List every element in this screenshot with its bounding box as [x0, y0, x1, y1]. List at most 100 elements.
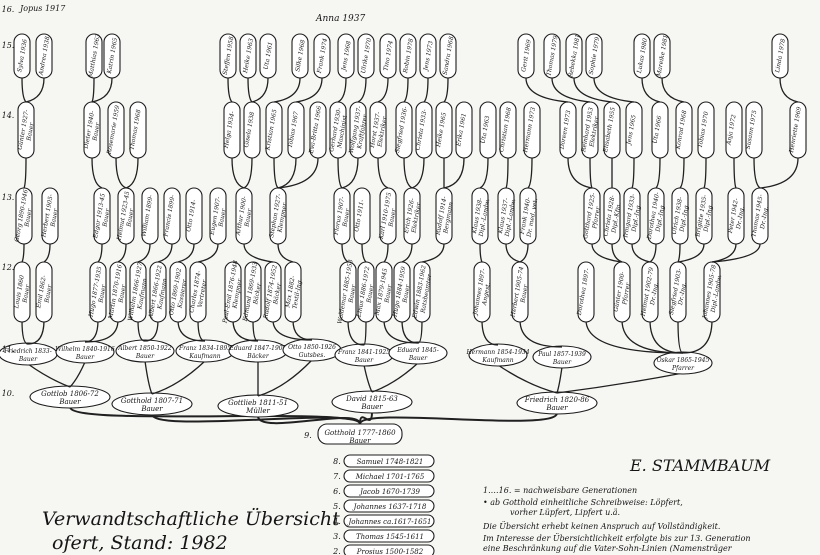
branch-line: [347, 319, 365, 346]
branch-line: [243, 157, 253, 189]
branch-line: [631, 243, 651, 263]
branch-line: [573, 77, 613, 103]
branch-line: [177, 319, 206, 342]
ancestor-generation-number: 4.: [332, 517, 341, 526]
gen15-node: [337, 33, 355, 79]
root-name: Gotthold 1777-1860: [324, 429, 396, 437]
legend-line-3: vorher Lüpfert, Lipfert u.ä.: [510, 508, 621, 517]
gen12-occupation: Bäcker: [272, 281, 283, 305]
branch-line: [551, 77, 591, 103]
branch-line: [417, 319, 423, 344]
gen12-occupation: Angest.: [481, 282, 492, 307]
branch-line: [703, 157, 707, 189]
gen11-name: Oskar 1865-1945: [657, 357, 710, 364]
gen15-node: [291, 33, 309, 79]
ancestor-node: [343, 499, 435, 513]
gen12-occupation: Bauer: [519, 283, 529, 304]
gen13-occupation: Bauer: [387, 207, 397, 228]
gen15-node: [35, 33, 53, 79]
gen11-name: Eduard 1845-: [396, 347, 439, 354]
branch-line: [591, 243, 623, 263]
gen11-occupation: Pfarrer: [671, 365, 695, 372]
branch-line: [677, 243, 681, 263]
branch-line: [277, 157, 297, 189]
gen15-name: Uta 1961: [263, 41, 275, 70]
gen15-node: [259, 33, 277, 79]
gen13-occupation: Bauer: [341, 207, 351, 228]
gen12-occupation: Bauer: [21, 283, 31, 304]
generation-number: 15.: [2, 41, 15, 50]
branch-line: [21, 77, 27, 103]
ancestor-generation-number: 2.: [332, 547, 341, 555]
branch-line: [252, 319, 259, 342]
gen13-node: [209, 187, 227, 245]
gen15-node: [103, 33, 121, 79]
branch-line: [682, 319, 713, 354]
branch-line: [585, 319, 684, 354]
branch-line: [25, 77, 45, 103]
generation-number: 10.: [2, 389, 15, 398]
branch-line: [479, 243, 483, 263]
ancestor-generation-number: 7.: [333, 472, 341, 481]
branch-line: [232, 319, 259, 342]
branch-line: [443, 77, 449, 103]
branch-line: [69, 361, 86, 388]
branch-line: [661, 77, 685, 103]
ancestor-node: [343, 544, 435, 555]
gen13-occupation: Dr.-Ing.: [759, 206, 770, 231]
gen15-node: [517, 33, 535, 79]
generation-number: 11.: [2, 345, 15, 354]
branch-line: [519, 319, 563, 348]
branch-line: [361, 243, 367, 263]
top-left-label: Jopus 1917: [20, 4, 66, 13]
gen10-name: David 1815-63: [345, 395, 398, 403]
generation-number: 12.: [2, 263, 15, 272]
gen12-occupation: Bauer: [401, 283, 411, 304]
branch-line: [505, 157, 509, 189]
gen13-occupation: Pfarrer: [591, 205, 602, 230]
branch-line: [363, 319, 367, 346]
branch-line: [403, 157, 413, 189]
gen12-occupation: Bäcker: [252, 281, 263, 305]
branch-line: [677, 243, 705, 263]
branch-line: [115, 157, 127, 189]
branch-line: [759, 157, 799, 189]
gen13-occupation: Bauer: [23, 207, 33, 228]
branch-line: [679, 157, 685, 189]
branch-line: [711, 243, 761, 263]
branch-line: [677, 319, 684, 354]
title-line-2: ofert, Stand: 1982: [52, 532, 228, 554]
gen14-name: Uta 1963: [480, 115, 492, 144]
branch-line: [137, 243, 151, 263]
branch-line: [125, 157, 139, 189]
branch-line: [611, 243, 623, 263]
ancestor-name: Johannes ca.1617-1651: [347, 518, 432, 526]
branch-line: [341, 157, 359, 189]
gen11-occupation: Bauer: [408, 355, 428, 362]
gen14-occupation: Bauer: [91, 121, 101, 142]
branch-line: [295, 77, 323, 103]
branch-line: [292, 319, 313, 341]
gen10-node: [29, 385, 111, 409]
gen12-node: [244, 261, 262, 323]
branch-line: [377, 77, 389, 103]
branch-line: [21, 243, 25, 263]
branch-line: [753, 157, 761, 189]
branch-line: [227, 77, 233, 103]
gen11-occupation: Gutsbes.: [299, 352, 326, 359]
gen15-node: [379, 33, 397, 79]
gen13-occupation: Bauer: [49, 207, 59, 228]
gen11-node: [388, 341, 448, 365]
legend-line-5: Im Interesse der Übersichtlichkeit erfol…: [483, 534, 751, 543]
gen10-occupation: Bauer: [545, 404, 568, 412]
gen12-node: [577, 261, 595, 323]
branch-line: [277, 157, 319, 189]
trunk-branch: [257, 415, 361, 425]
branch-line: [479, 157, 489, 189]
branch-line: [137, 319, 146, 342]
ancestor-name: Thomas 1545-1611: [356, 533, 424, 541]
branch-line: [97, 243, 103, 263]
legend-line-6: eine Beschränkung auf die Vater-Sohn-Lin…: [483, 544, 732, 553]
gen15-node: [219, 33, 237, 79]
ancestor-name: Samuel 1748-1821: [357, 458, 424, 466]
